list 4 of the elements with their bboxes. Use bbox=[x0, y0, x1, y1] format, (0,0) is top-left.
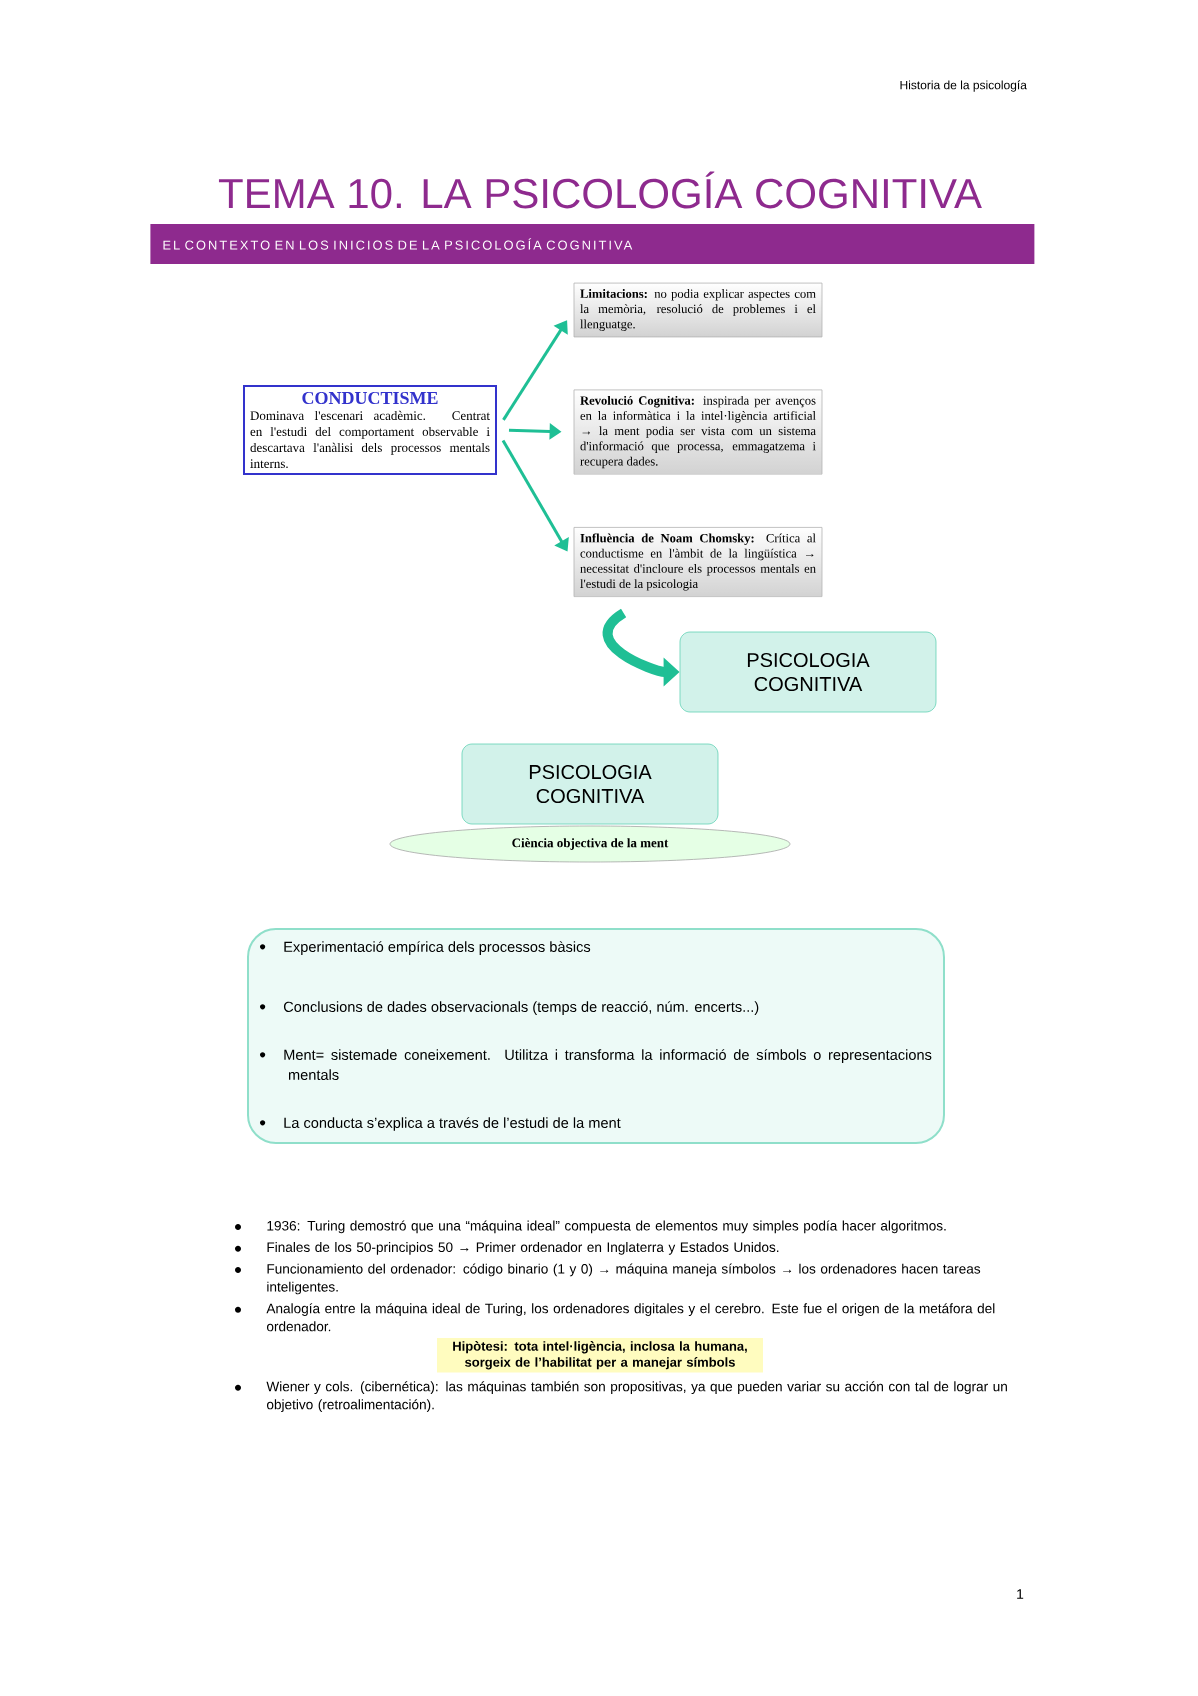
title: TEMA 10. LA PSICOLOGÍA COGNITIVA bbox=[218, 171, 982, 209]
title-box: PSICOLOGIA COGNITIVA bbox=[461, 743, 719, 825]
arrow bbox=[502, 320, 568, 421]
title-box: PSICOLOGIA COGNITIVA bbox=[679, 631, 937, 713]
